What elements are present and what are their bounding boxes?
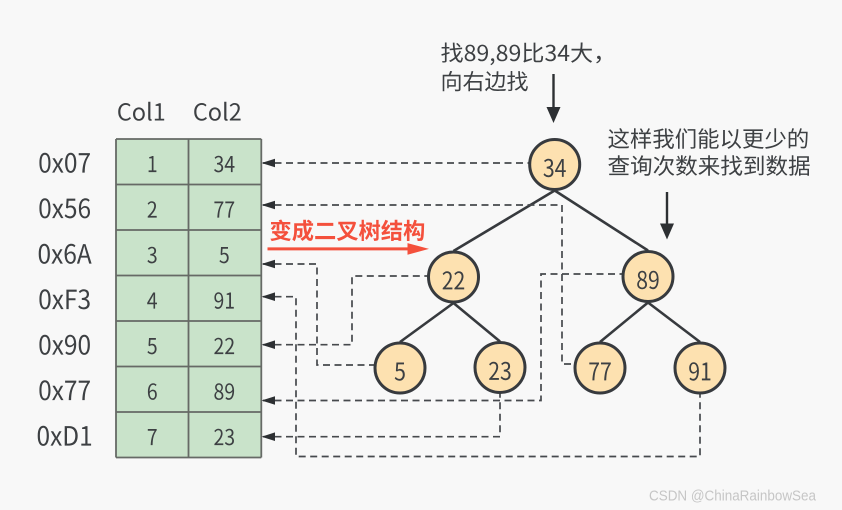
svg-text:CSDN @ChinaRainbowSea: CSDN @ChinaRainbowSea [649, 487, 817, 504]
